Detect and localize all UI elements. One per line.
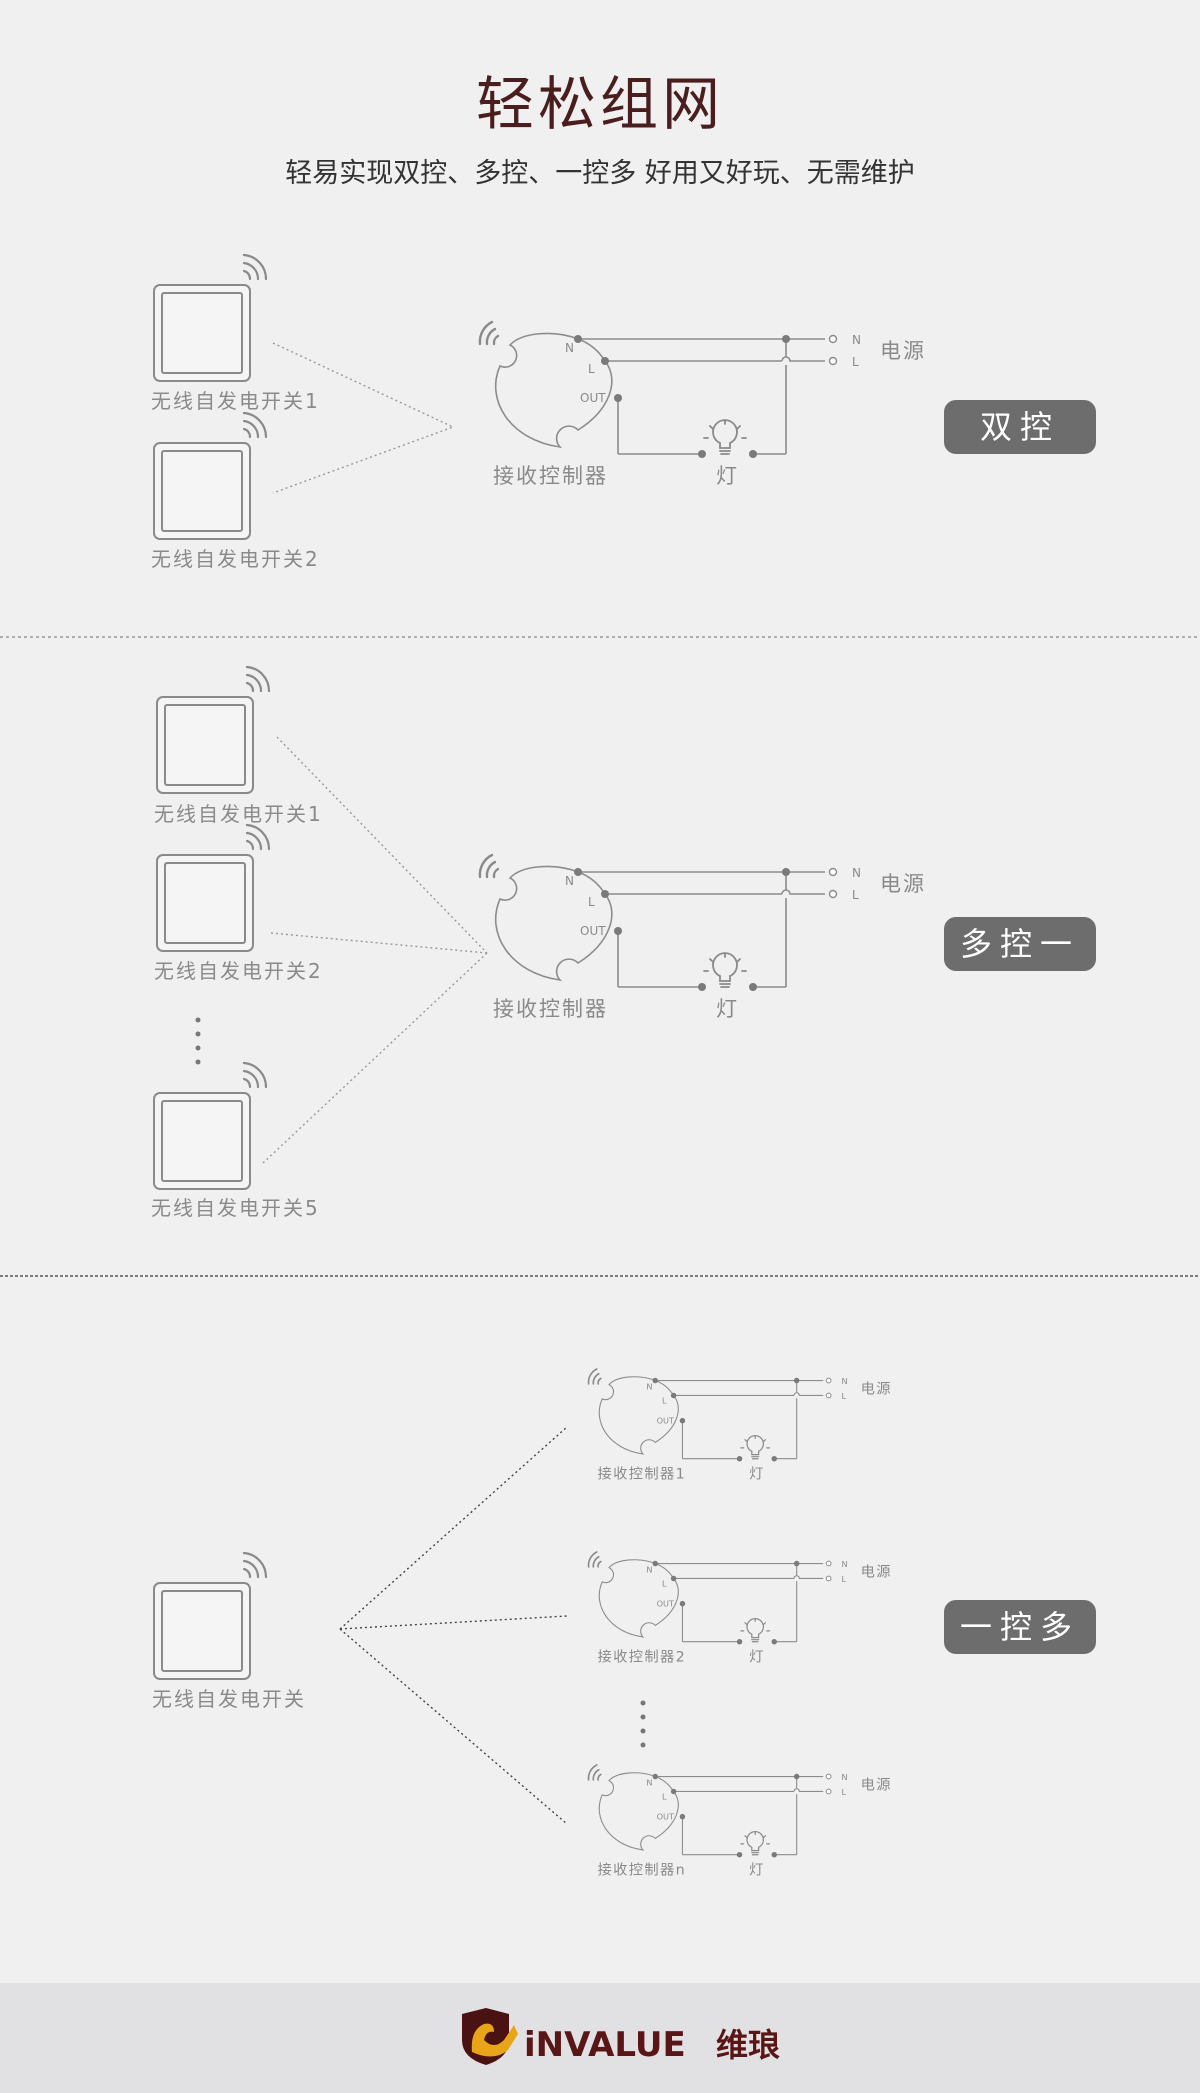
switch-label: 无线自发电开关1 xyxy=(154,802,323,826)
power-label: 电源 xyxy=(861,1776,892,1793)
power-n-label: N xyxy=(842,1772,848,1782)
badge-label: 一控多 xyxy=(960,1608,1080,1646)
section-dual-control: 无线自发电开关1 无线自发电开关2 N L OUT N L 电源 接收控制器 灯… xyxy=(151,253,1096,571)
power-label: 电源 xyxy=(861,1563,892,1580)
terminal-n-label: N xyxy=(646,1777,652,1787)
terminal-l-label: L xyxy=(662,1396,667,1406)
power-l-label: L xyxy=(842,1787,847,1797)
wireless-switch-icon xyxy=(152,1061,268,1191)
lamp-label: 灯 xyxy=(716,464,739,488)
power-l-label: L xyxy=(842,1574,847,1584)
switch-label: 无线自发电开关2 xyxy=(151,547,320,571)
power-l-label: L xyxy=(852,355,859,369)
power-l-label: L xyxy=(842,1391,847,1401)
signal-lines xyxy=(339,1426,568,1825)
terminal-l-label: L xyxy=(588,362,595,376)
controller-label: 接收控制器n xyxy=(597,1861,686,1878)
wireless-switch-icon xyxy=(152,1551,268,1681)
wireless-switch-icon xyxy=(152,253,268,383)
shield-pegasus-icon xyxy=(462,2008,518,2065)
switch-label: 无线自发电开关2 xyxy=(154,959,323,983)
terminal-l-label: L xyxy=(662,1579,667,1589)
terminal-out-label: OUT xyxy=(657,1598,674,1608)
mode-badge: 一控多 xyxy=(944,1600,1096,1654)
power-n-label: N xyxy=(852,333,861,347)
controller-label: 接收控制器 xyxy=(493,464,608,488)
receiver-controller-diagram-n: N L OUT N L 电源 接收控制器n 灯 xyxy=(587,1764,892,1878)
signal-line xyxy=(272,342,455,494)
terminal-n-label: N xyxy=(565,874,574,888)
page-title: 轻松组网 xyxy=(476,70,724,138)
terminal-n-label: N xyxy=(646,1381,652,1391)
ellipsis-dots xyxy=(640,1700,646,1748)
receiver-controller-diagram-1: N L OUT N L 电源 接收控制器1 灯 xyxy=(587,1368,892,1482)
page-subtitle: 轻易实现双控、多控、一控多 好用又好玩、无需维护 xyxy=(285,158,915,189)
terminal-n-label: N xyxy=(565,341,574,355)
power-label: 电源 xyxy=(880,339,926,363)
wireless-switch-icon xyxy=(155,823,271,953)
mode-badge: 双控 xyxy=(944,400,1096,454)
signal-lines xyxy=(262,736,488,1164)
receiver-controller-diagram-2: N L OUT N L 电源 接收控制器2 灯 xyxy=(587,1551,892,1665)
power-l-label: L xyxy=(852,888,859,902)
brand-logo: iNVALUE 维琅 xyxy=(462,2008,780,2065)
lamp-label: 灯 xyxy=(716,997,739,1021)
terminal-l-label: L xyxy=(662,1792,667,1802)
switch-label: 无线自发电开关5 xyxy=(151,1196,320,1220)
controller-label: 接收控制器1 xyxy=(597,1465,686,1482)
receiver-controller-diagram: N L OUT N L 电源 接收控制器 灯 xyxy=(478,320,926,488)
terminal-out-label: OUT xyxy=(580,924,606,938)
wireless-switch-icon xyxy=(155,665,271,795)
power-n-label: N xyxy=(852,866,861,880)
switch-label: 无线自发电开关1 xyxy=(151,389,320,413)
mode-badge: 多控一 xyxy=(944,917,1096,971)
power-n-label: N xyxy=(842,1559,848,1569)
power-n-label: N xyxy=(842,1376,848,1386)
receiver-controller-diagram: N L OUT N L 电源 接收控制器 灯 xyxy=(478,853,926,1021)
terminal-n-label: N xyxy=(646,1564,652,1574)
lamp-label: 灯 xyxy=(749,1465,765,1482)
brand-name-cn: 维琅 xyxy=(716,2026,780,2064)
terminal-out-label: OUT xyxy=(580,391,606,405)
badge-label: 双控 xyxy=(980,408,1060,446)
lamp-label: 灯 xyxy=(749,1648,765,1665)
terminal-l-label: L xyxy=(588,895,595,909)
power-label: 电源 xyxy=(880,872,926,896)
switch-label: 无线自发电开关 xyxy=(152,1687,306,1711)
controller-label: 接收控制器2 xyxy=(597,1648,686,1665)
footer-band xyxy=(0,1983,1200,2093)
ellipsis-dots xyxy=(195,1017,201,1065)
terminal-out-label: OUT xyxy=(657,1811,674,1821)
wireless-switch-icon xyxy=(152,411,268,541)
lamp-label: 灯 xyxy=(749,1861,765,1878)
section-one-to-multi: 无线自发电开关 N L OUT N L 电源 接收控制器1 灯 N L OUT … xyxy=(152,1368,1096,1878)
section-multi-to-one: 无线自发电开关1 无线自发电开关2 无线自发电开关5 N L OUT N L 电… xyxy=(151,665,1096,1220)
terminal-out-label: OUT xyxy=(657,1415,674,1425)
controller-label: 接收控制器 xyxy=(493,997,608,1021)
brand-name-latin: iNVALUE xyxy=(524,2025,686,2065)
power-label: 电源 xyxy=(861,1380,892,1397)
badge-label: 多控一 xyxy=(960,925,1080,963)
